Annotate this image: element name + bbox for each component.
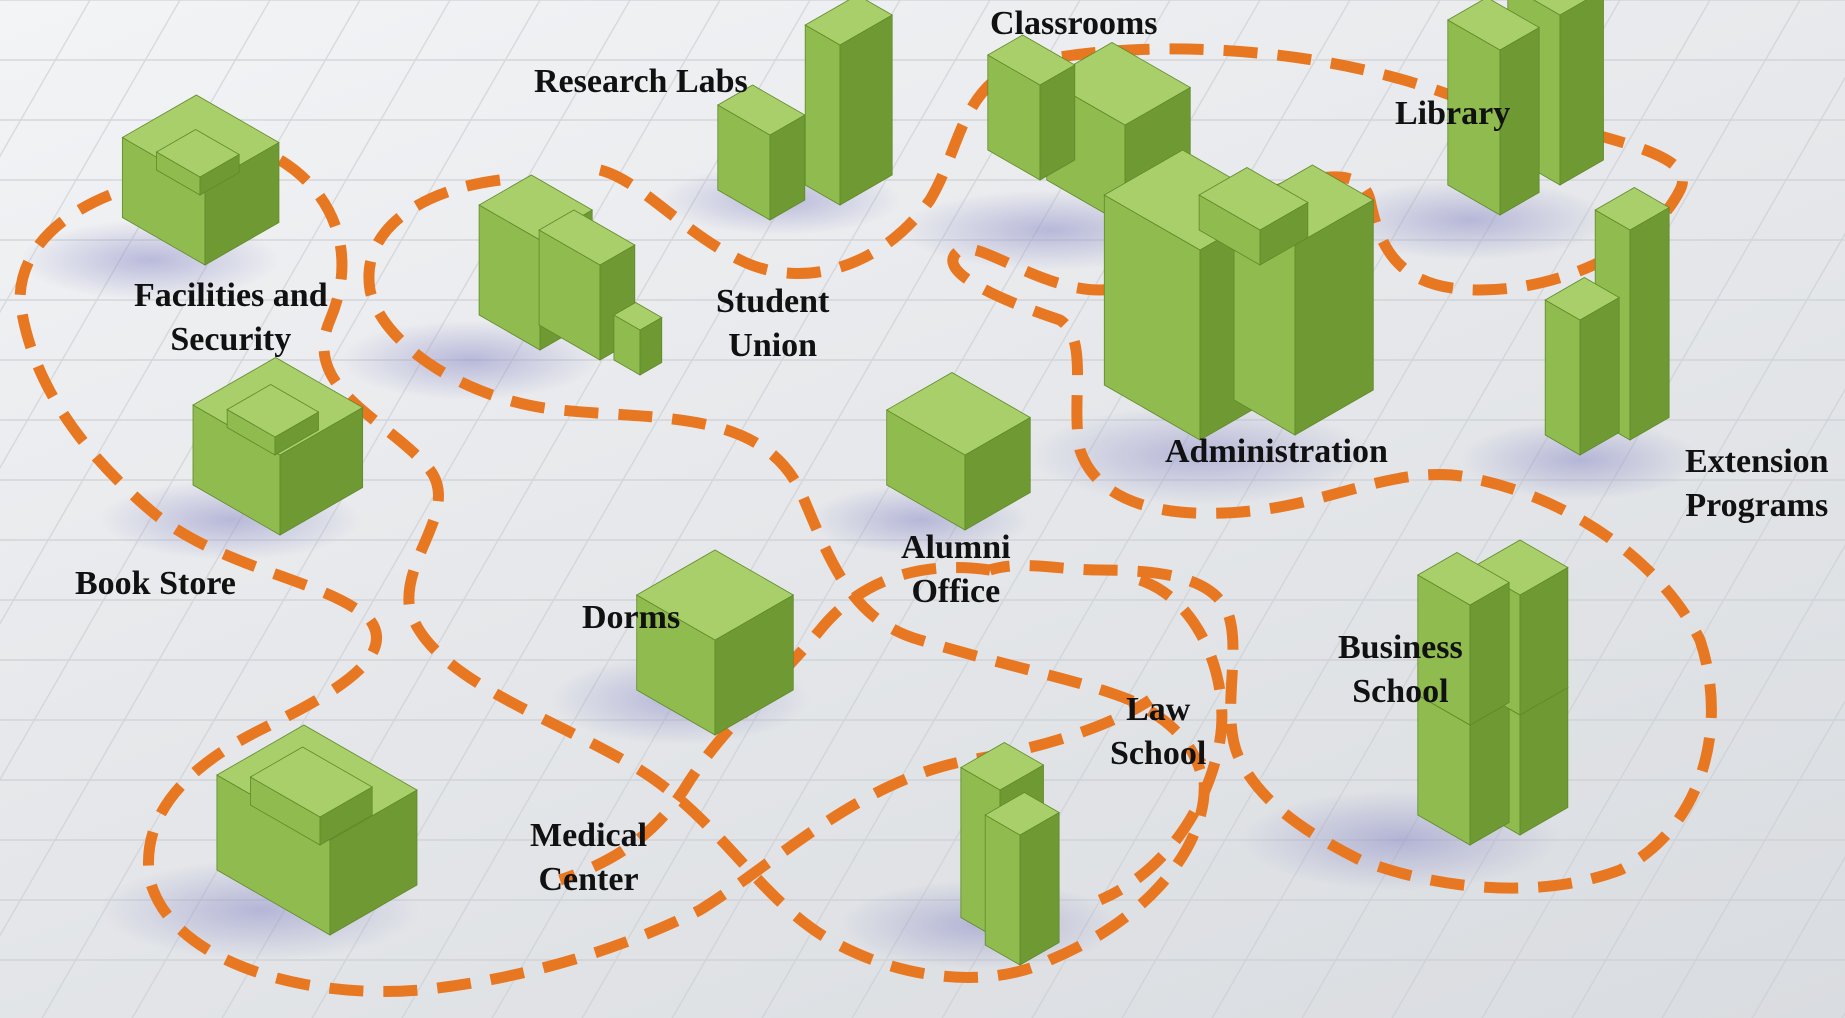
building-medical-center	[216, 724, 418, 936]
building-research-labs	[716, 0, 894, 221]
library-tower-b-right-face	[1559, 0, 1604, 186]
path-union-loop	[363, 174, 1206, 772]
buildings	[121, 0, 1670, 966]
label-library: Library	[1395, 95, 1511, 132]
law-tower-b-left-face	[984, 814, 1021, 966]
extension-shadow	[1460, 420, 1700, 500]
path-dorms-loop	[1097, 574, 1228, 906]
label-administration: Administration	[1165, 433, 1388, 470]
union-wing-b-top-face	[538, 209, 636, 266]
admin-roof-top-face	[1198, 167, 1309, 231]
law-tower-b-right-face	[1019, 811, 1060, 966]
building-extension-programs	[1544, 187, 1670, 456]
business-lower-a-right-face	[1469, 701, 1510, 846]
medical-roof-top-face	[249, 746, 374, 818]
alumni-base-top-face	[885, 372, 1032, 456]
classrooms-side-top-face	[986, 34, 1076, 86]
business-upper-a-right-face	[1469, 581, 1510, 726]
labs-tower-right-face	[839, 14, 893, 206]
label-dorms: Dorms	[582, 599, 681, 636]
labs-wing-top-face	[716, 84, 806, 136]
extension-tower-a-right-face	[1579, 296, 1620, 456]
building-student-union	[478, 174, 663, 376]
dorms-base-top-face	[635, 549, 795, 641]
extension-tower-b-top-face	[1594, 187, 1670, 231]
building-administration	[1103, 149, 1375, 441]
path-labs-loop	[598, 43, 1717, 894]
library-shadow	[1330, 180, 1610, 260]
path-facilities-loop	[14, 189, 1154, 998]
path-security-loop	[277, 155, 1210, 983]
building-book-store	[192, 357, 364, 536]
labs-tower-left-face	[804, 24, 841, 206]
label-classrooms: Classrooms	[990, 5, 1158, 42]
extension-tower-a-left-face	[1544, 299, 1581, 456]
building-dorms	[635, 549, 795, 736]
label-research-labs: Research Labs	[534, 63, 748, 100]
building-classrooms	[986, 34, 1192, 226]
building-library	[1446, 0, 1604, 216]
building-facilities	[121, 94, 280, 266]
facilities-roof-top-face	[155, 129, 240, 178]
labs-tower-top-face	[804, 0, 894, 46]
building-business-school	[1416, 539, 1569, 846]
admin-shadow	[1030, 405, 1370, 505]
bookstore-roof-top-face	[226, 384, 320, 438]
library-tower-a-top-face	[1446, 0, 1540, 51]
extension-tower-a-top-face	[1544, 277, 1620, 321]
library-tower-b-top-face	[1533, 0, 1587, 16]
building-law-school	[960, 742, 1060, 966]
business-upper-a-top-face	[1416, 552, 1510, 606]
law-tower-b-top-face	[984, 792, 1060, 836]
label-book-store: Book Store	[75, 565, 236, 602]
building-alumni-office	[885, 372, 1032, 531]
union-wing-c-top-face	[613, 302, 663, 331]
law-tower-a-top-face	[960, 742, 1045, 791]
extension-tower-b-right-face	[1629, 206, 1670, 441]
